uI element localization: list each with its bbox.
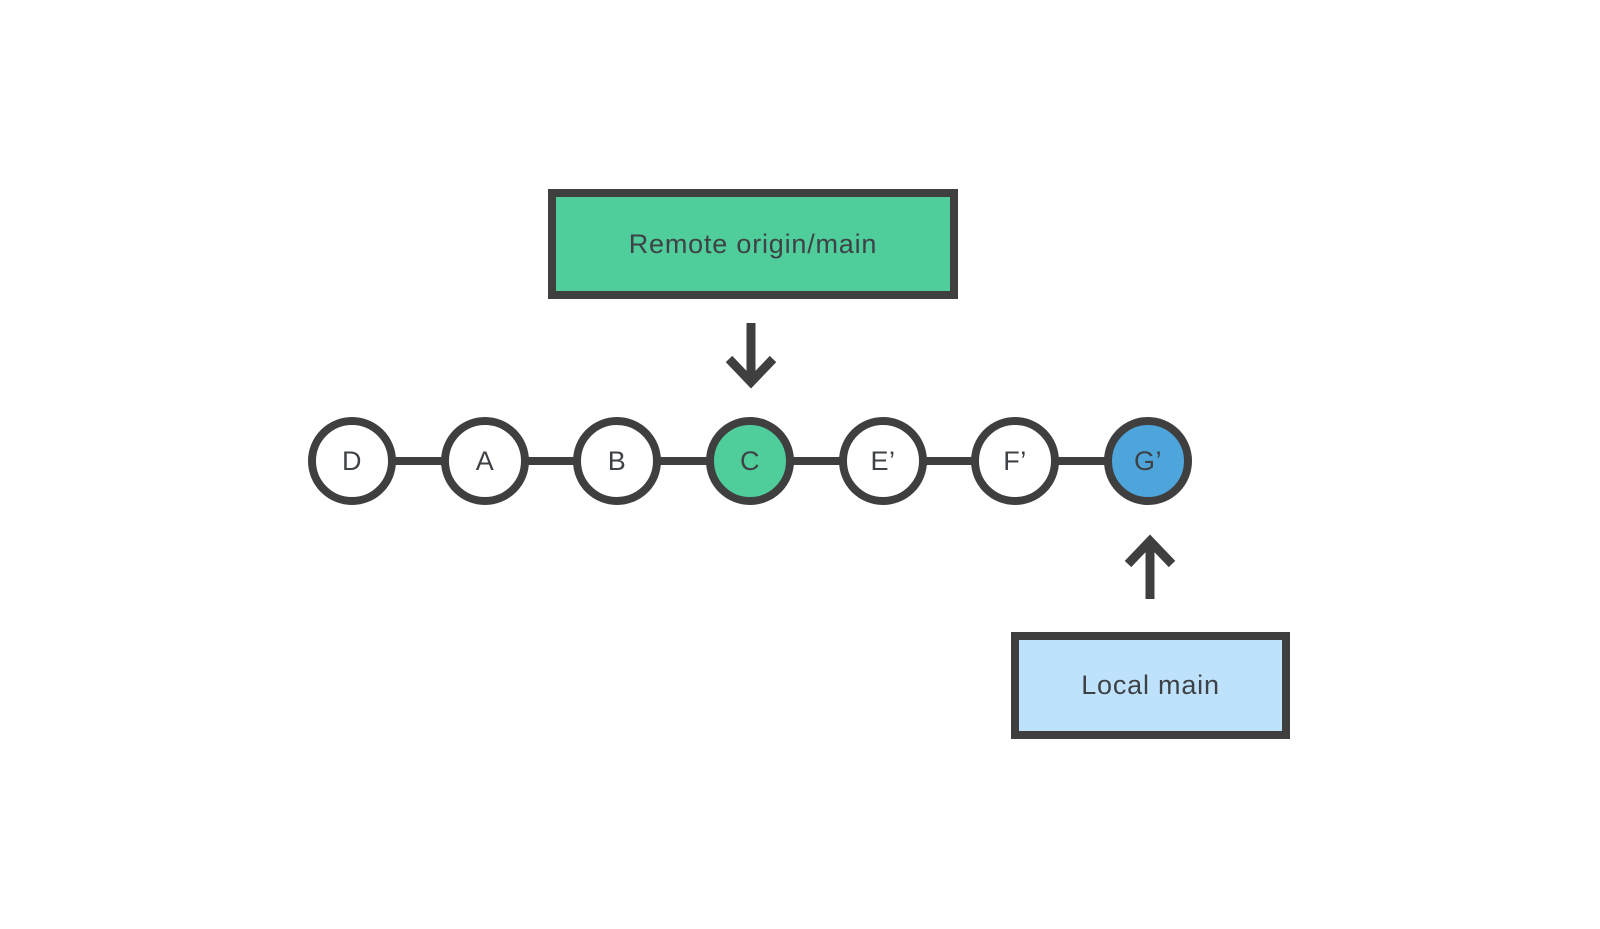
commit-node-d: D — [308, 417, 396, 505]
commit-node-g: G’ — [1104, 417, 1192, 505]
commit-node-b: B — [573, 417, 661, 505]
commit-label: D — [342, 445, 362, 476]
commit-node-f: F’ — [971, 417, 1059, 505]
commit-node-a: A — [441, 417, 529, 505]
arrow-down-icon — [725, 323, 777, 389]
commit-label: C — [740, 445, 760, 476]
commit-label: A — [475, 445, 495, 476]
commit-label: G’ — [1134, 445, 1162, 476]
commit-label: B — [607, 445, 627, 476]
commit-label: F’ — [1003, 445, 1027, 476]
commit-node-e: E’ — [839, 417, 927, 505]
local-branch-label: Local main — [1011, 632, 1290, 739]
remote-branch-label: Remote origin/main — [548, 189, 958, 299]
remote-branch-label-text: Remote origin/main — [628, 228, 878, 259]
local-branch-label-text: Local main — [1081, 670, 1220, 700]
arrow-up-icon — [1124, 534, 1176, 599]
commit-node-c: C — [706, 417, 794, 505]
commit-label: E’ — [870, 445, 896, 476]
